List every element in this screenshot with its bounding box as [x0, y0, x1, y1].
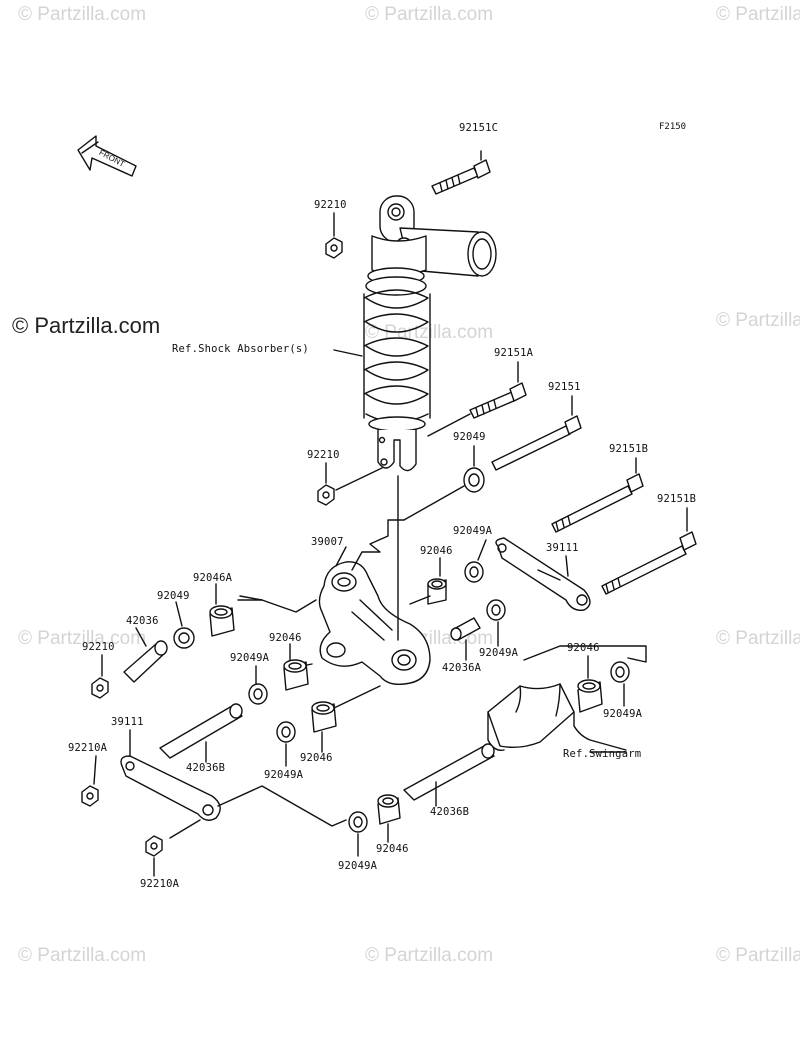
washer-92049A-lower [276, 721, 296, 767]
ref-shock-absorber: Ref.Shock Absorber(s) [172, 343, 309, 355]
sleeve-42036B-left [159, 703, 243, 763]
part-label: 39007 [311, 536, 344, 548]
ref-swingarm: Ref.Swingarm [563, 748, 642, 760]
washer-92049A-far-right [610, 661, 630, 707]
part-label: 92049A [603, 708, 643, 720]
bolt-92151 [491, 395, 582, 471]
part-label: 92210 [307, 449, 340, 461]
bearing-92046-bottom [377, 794, 401, 843]
part-label: 92046A [193, 572, 233, 584]
nut-92210A-2 [145, 835, 163, 877]
swingarm-ref [487, 683, 627, 751]
part-label: 92049A [264, 769, 304, 781]
part-label: 92046 [420, 545, 453, 557]
bearing-92046-left [283, 643, 309, 691]
sleeve-42036A [450, 617, 481, 661]
part-label: 92049A [338, 860, 378, 872]
part-label: 92210 [314, 199, 347, 211]
washer-92049A-bottom [348, 811, 368, 857]
part-label: 92151C [459, 122, 499, 134]
watermark: © Partzilla.com [716, 945, 800, 966]
nut-92210-top [325, 212, 343, 259]
washer-92049A-center [486, 599, 506, 647]
part-label: 92210 [82, 641, 115, 653]
watermark: © Partzilla.com [18, 4, 147, 25]
bolt-92151B-2 [601, 507, 697, 595]
tie-rod-39111-left [120, 729, 347, 839]
watermark: © Partzilla.com [365, 945, 494, 966]
washer-92049A-left [248, 665, 268, 705]
watermark: © Partzilla.com [18, 945, 147, 966]
part-label: 92046 [269, 632, 302, 644]
part-label: 92151B [657, 493, 697, 505]
bolt-92151A [427, 361, 527, 437]
watermark-main: © Partzilla.com [12, 313, 161, 338]
part-label: 39111 [546, 542, 579, 554]
nut-92210A-1 [81, 755, 99, 807]
part-label: 92151B [609, 443, 649, 455]
front-arrow-icon: FRONT [77, 135, 137, 177]
washer-92049-mid [403, 445, 485, 521]
watermark: © Partzilla.com [716, 310, 800, 331]
watermark: © Partzilla.com [716, 628, 800, 649]
part-label: 92151A [494, 347, 534, 359]
bearing-92046-lower [311, 701, 337, 753]
bearing-92046-right [577, 655, 603, 713]
part-label: 92049A [230, 652, 270, 664]
shock-absorber [363, 195, 497, 472]
washer-92049A-right [464, 539, 487, 583]
nut-92210-left [91, 654, 109, 699]
tie-rod-39111-right [495, 537, 591, 611]
watermark: © Partzilla.com [18, 628, 147, 649]
bolt-92151B-1 [551, 457, 644, 533]
part-label: 92049 [453, 431, 486, 443]
part-label: 42036 [126, 615, 159, 627]
part-label: 39111 [111, 716, 144, 728]
nut-92210-mid [317, 462, 383, 506]
watermark: © Partzilla.com [365, 4, 494, 25]
part-label: 92210A [140, 878, 180, 890]
sleeve-42036B-right [403, 743, 495, 807]
part-label: 92049A [479, 647, 519, 659]
part-label: 92210A [68, 742, 108, 754]
washer-92049-left [173, 601, 195, 649]
watermark: © Partzilla.com [716, 4, 800, 25]
rocker-arm-39007 [318, 546, 431, 686]
part-label: 92151 [548, 381, 581, 393]
part-label: 42036B [186, 762, 226, 774]
part-label: 92049 [157, 590, 190, 602]
figure-code: F2150 [659, 122, 687, 132]
part-label: 42036A [442, 662, 482, 674]
sleeve-42036 [123, 627, 168, 683]
part-label: 92046 [567, 642, 600, 654]
bolt-92151C [431, 150, 491, 195]
bearing-92046A [209, 583, 263, 637]
part-label: 42036B [430, 806, 470, 818]
part-label: 92046 [376, 843, 409, 855]
bearing-92046-center [427, 557, 447, 605]
part-label: 92046 [300, 752, 333, 764]
part-label: 92049A [453, 525, 493, 537]
